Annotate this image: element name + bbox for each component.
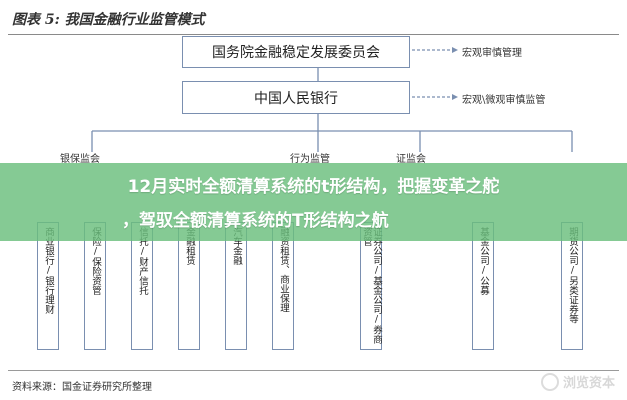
pbc-box: 中国人民银行 <box>182 81 410 114</box>
column-label-6: 融资租赁、商业保理 <box>277 227 289 313</box>
column-label-7: 证券公司/基金公司/券商资管 <box>361 227 382 344</box>
arrow-note-2 <box>452 94 458 100</box>
column-box-5: 汽车金融 <box>225 222 247 350</box>
figure-title: 图表 5: 我国金融行业监管模式 <box>12 12 205 28</box>
column-label-3: 信托/财产信托 <box>136 227 148 295</box>
column-box-6: 融资租赁、商业保理 <box>272 222 294 350</box>
column-label-8: 基金公司/公募 <box>477 227 489 295</box>
pbc-label: 中国人民银行 <box>254 90 338 107</box>
stability-committee-box: 国务院金融稳定发展委员会 <box>182 36 410 68</box>
column-box-1: 商业银行/银行理财 <box>37 222 59 350</box>
title-divider <box>8 34 619 35</box>
column-label-9: 期货公司/另类证券等 <box>566 227 578 324</box>
column-box-9: 期货公司/另类证券等 <box>561 222 583 350</box>
headline-line-2: ，驾驭全额清算系统的T形结构之航 <box>122 211 389 231</box>
column-label-1: 商业银行/银行理财 <box>42 227 54 314</box>
stability-committee-label: 国务院金融稳定发展委员会 <box>212 45 380 61</box>
watermark-logo-icon <box>540 372 559 391</box>
note-macro-prudential: 宏观审慎管理 <box>462 48 522 59</box>
column-box-3: 信托/财产信托 <box>131 222 153 350</box>
column-box-2: 保险/保险资管 <box>84 222 106 350</box>
source-note: 资料来源：国金证券研究所整理 <box>12 382 152 393</box>
column-label-5: 汽车金融 <box>230 227 242 265</box>
watermark: 浏览资本 <box>540 372 615 391</box>
column-label-2: 保险/保险资管 <box>89 227 101 295</box>
headline-line-1: 12月实时全额清算系统的t形结构，把握变革之舵 <box>127 177 500 197</box>
note-macro-micro-prudential: 宏观\微观审慎监管 <box>462 95 546 106</box>
column-box-7: 证券公司/基金公司/券商资管 <box>360 222 382 350</box>
column-box-4: 金融租赁 <box>178 222 200 350</box>
column-box-8: 基金公司/公募 <box>472 222 494 350</box>
footer-divider <box>8 370 619 371</box>
mid-label-conduct: 行为监管 <box>290 154 330 165</box>
arrow-note-1 <box>452 47 458 53</box>
mid-label-cbirc: 银保监会 <box>60 154 100 165</box>
column-label-4: 金融租赁 <box>183 227 195 265</box>
headline-banner: 12月实时全额清算系统的t形结构，把握变革之舵 ，驾驭全额清算系统的T形结构之航 <box>0 163 627 241</box>
mid-label-csrc: 证监会 <box>396 154 426 165</box>
watermark-text: 浏览资本 <box>562 376 615 391</box>
